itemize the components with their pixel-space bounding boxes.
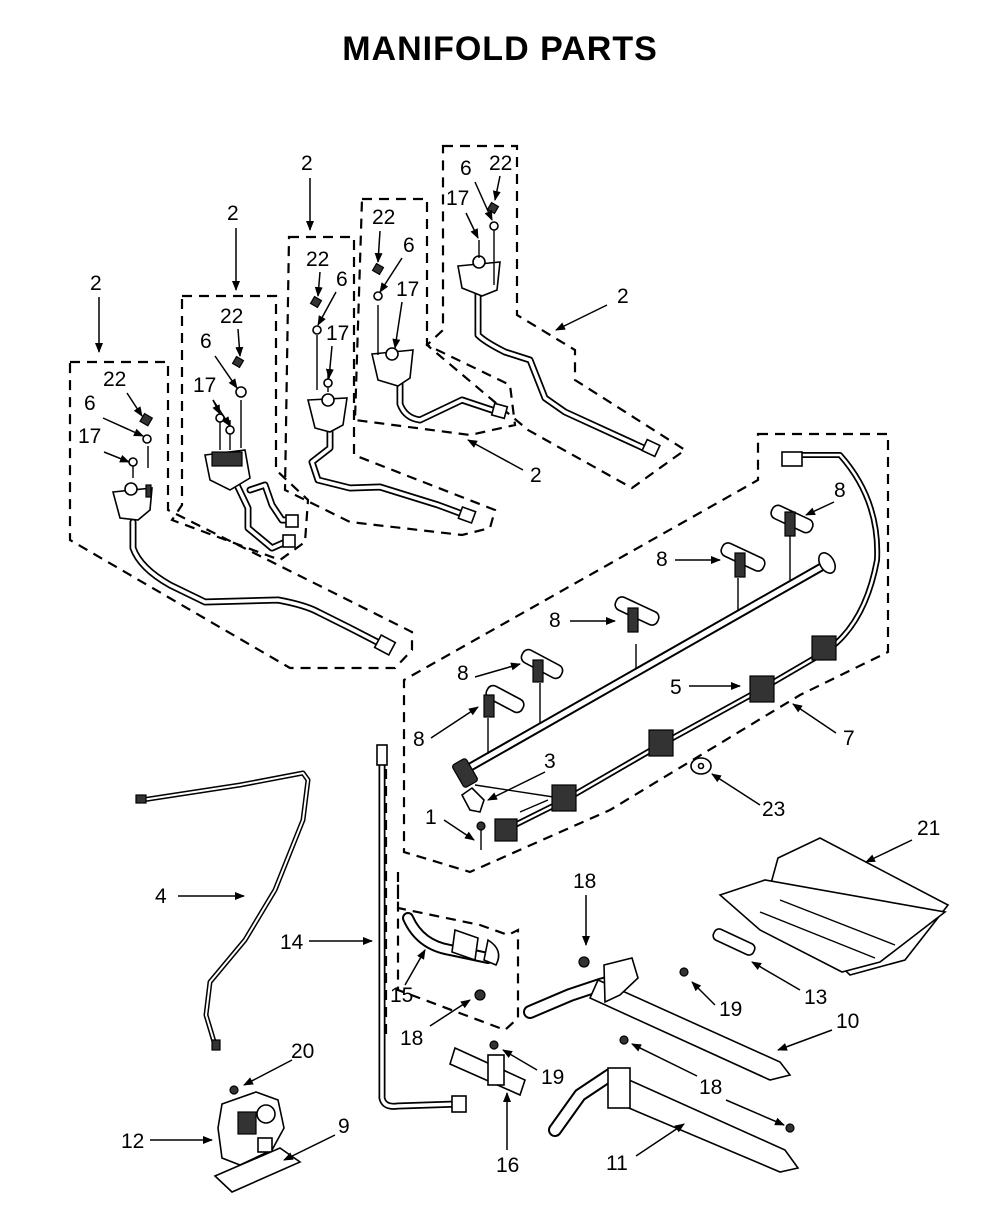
callout-18: 18 bbox=[573, 870, 596, 893]
callout-6: 6 bbox=[84, 392, 96, 415]
burner-valve-assembly-5 bbox=[457, 201, 661, 458]
callout-2: 2 bbox=[90, 272, 102, 295]
callout-8: 8 bbox=[413, 728, 425, 751]
gas-supply-tube bbox=[376, 744, 467, 1113]
callout-1: 1 bbox=[425, 806, 437, 829]
callout-21: 21 bbox=[917, 817, 940, 840]
callout-4: 4 bbox=[155, 885, 167, 908]
callout-2: 2 bbox=[301, 152, 313, 175]
callout-6: 6 bbox=[336, 268, 348, 291]
callout-19: 19 bbox=[541, 1066, 564, 1089]
callout-8: 8 bbox=[549, 609, 561, 632]
callout-8: 8 bbox=[656, 548, 668, 571]
callout-20: 20 bbox=[291, 1040, 314, 1063]
callout-13: 13 bbox=[804, 986, 827, 1009]
pressure-regulator bbox=[213, 1085, 302, 1193]
callout-22: 22 bbox=[306, 248, 329, 271]
callout-labels: 2 2 2 2 2 22 6 17 22 6 17 22 6 17 22 6 bbox=[78, 152, 940, 1177]
baffle-21 bbox=[718, 837, 950, 976]
burner-10 bbox=[523, 956, 792, 1081]
callout-12: 12 bbox=[121, 1130, 144, 1153]
elbow-fitting bbox=[402, 912, 500, 1001]
callout-22: 22 bbox=[489, 152, 512, 175]
callout-10: 10 bbox=[836, 1010, 859, 1033]
dashed-group-outlines bbox=[68, 144, 890, 1040]
callout-6: 6 bbox=[460, 157, 472, 180]
callout-23: 23 bbox=[762, 798, 785, 821]
callout-8: 8 bbox=[834, 479, 846, 502]
callout-22: 22 bbox=[372, 206, 395, 229]
callout-18: 18 bbox=[400, 1027, 423, 1050]
burner-valve-assembly-3 bbox=[306, 295, 477, 525]
callout-6: 6 bbox=[200, 330, 212, 353]
callout-8: 8 bbox=[457, 662, 469, 685]
callout-22: 22 bbox=[220, 305, 243, 328]
callout-2: 2 bbox=[617, 285, 629, 308]
burner-valve-assembly-4 bbox=[371, 262, 509, 424]
callout-17: 17 bbox=[326, 322, 349, 345]
tube-4 bbox=[135, 770, 311, 1051]
callout-9: 9 bbox=[338, 1115, 350, 1138]
callout-14: 14 bbox=[280, 931, 304, 954]
bracket-16 bbox=[449, 1040, 526, 1097]
callout-2: 2 bbox=[530, 464, 542, 487]
page-title: MANIFOLD PARTS bbox=[342, 30, 658, 68]
callout-19: 19 bbox=[719, 998, 742, 1021]
callout-5: 5 bbox=[670, 676, 682, 699]
manifold-pipe-assembly bbox=[452, 451, 881, 850]
callout-22: 22 bbox=[103, 368, 126, 391]
callout-6: 6 bbox=[403, 234, 415, 257]
callout-17: 17 bbox=[78, 425, 101, 448]
callout-17: 17 bbox=[396, 278, 419, 301]
callout-3: 3 bbox=[544, 750, 556, 773]
burner-valve-assembly-1 bbox=[111, 412, 397, 657]
callout-17: 17 bbox=[193, 374, 216, 397]
callout-2: 2 bbox=[227, 202, 239, 225]
callout-17: 17 bbox=[446, 187, 469, 210]
callout-16: 16 bbox=[496, 1154, 519, 1177]
callout-15: 15 bbox=[390, 984, 413, 1007]
callout-11: 11 bbox=[606, 1152, 628, 1175]
callout-7: 7 bbox=[843, 727, 855, 750]
orifice-hood-13 bbox=[679, 928, 756, 977]
burner-valve-assembly-2 bbox=[204, 355, 299, 552]
callout-18: 18 bbox=[699, 1076, 722, 1099]
burner-11 bbox=[548, 1035, 800, 1173]
